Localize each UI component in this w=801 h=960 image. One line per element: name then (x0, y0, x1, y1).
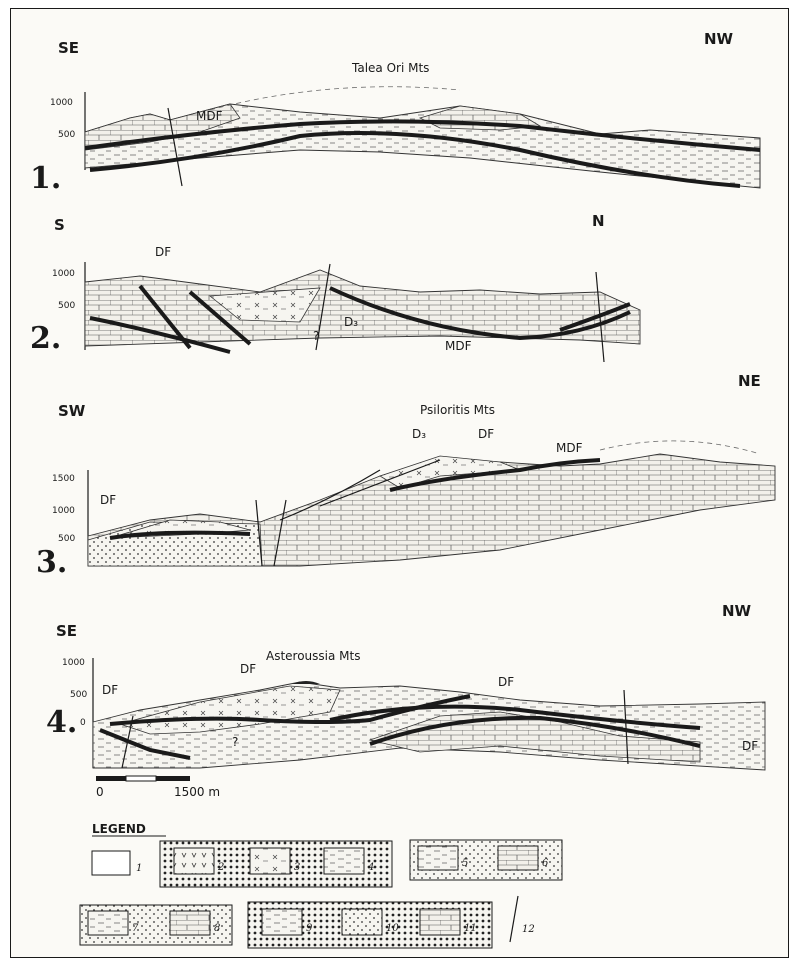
scale-zero: 0 (96, 785, 104, 799)
legend-swatch-1 (92, 851, 130, 875)
legend-item-5: 5 (462, 858, 468, 869)
section-2-number: 2. (30, 321, 61, 356)
section-2-right-direction: N (592, 212, 605, 230)
section-4-df-label-2: DF (240, 662, 256, 676)
section-3-depth-tick: 500 (58, 534, 75, 544)
section-1: SE NW Talea Ori Mts 1000 500 MDF 1. (30, 30, 760, 196)
section-1-fault-label: MDF (196, 109, 223, 123)
legend-swatch-4 (324, 848, 364, 874)
section-2-depth-tick: 500 (58, 301, 75, 311)
section-4-left-direction: SE (56, 622, 77, 640)
legend-item-2: 2 (217, 862, 224, 873)
legend-swatch-2 (174, 848, 214, 874)
section-4-query: ? (232, 735, 238, 749)
section-1-depth-tick: 500 (58, 130, 75, 140)
section-4-depth-tick: 1000 (62, 658, 85, 668)
section-4-depth-tick: 0 (80, 718, 86, 728)
legend-item-4: 4 (367, 862, 374, 873)
legend-swatch-9 (262, 909, 302, 935)
section-3-left-direction: SW (58, 402, 86, 420)
section-2-query: ? (313, 329, 319, 343)
section-3-d3-label: D₃ (412, 427, 426, 441)
section-4-df-label-3: DF (498, 675, 514, 689)
scale-bar: 0 1500 m (96, 776, 220, 799)
section-3: SW NE Psiloritis Mts 1500 1000 500 DF D₃… (36, 372, 775, 580)
legend-swatch-7 (88, 911, 128, 935)
section-3-depth-tick: 1000 (52, 506, 75, 516)
section-4-outlier (292, 681, 320, 684)
section-3-number: 3. (36, 545, 67, 580)
section-1-number: 1. (30, 161, 61, 196)
legend-swatch-12 (510, 896, 518, 942)
legend-item-9: 9 (306, 923, 313, 934)
legend-item-3: 3 (294, 862, 300, 873)
section-4-df-label: DF (102, 683, 118, 697)
section-2-mdf-label: MDF (445, 339, 472, 353)
section-4: SE NW Asteroussia Mts 1000 500 0 DF DF D… (46, 602, 765, 770)
legend-swatch-5 (418, 846, 458, 870)
legend-title: LEGEND (92, 822, 146, 836)
scale-length: 1500 m (174, 785, 220, 799)
legend-swatch-11 (420, 909, 460, 935)
section-3-mdf-label: MDF (556, 441, 583, 455)
legend-item-12: 12 (522, 924, 535, 935)
legend-swatch-8 (170, 911, 210, 935)
section-4-number: 4. (46, 705, 77, 740)
legend-item-6: 6 (542, 858, 549, 869)
legend-item-1: 1 (136, 863, 142, 874)
section-2-df-label: DF (155, 245, 171, 259)
section-2-depth-tick: 1000 (52, 269, 75, 279)
section-1-mountain: Talea Ori Mts (351, 61, 429, 75)
section-3-df2-label: DF (478, 427, 494, 441)
legend-item-8: 8 (214, 923, 220, 934)
section-1-depth-tick: 1000 (50, 98, 73, 108)
section-3-df-label: DF (100, 493, 116, 507)
section-3-eroded-overburden (600, 441, 760, 454)
legend-item-10: 10 (386, 923, 399, 934)
section-2: S N 1000 500 DF MDF D₃ ? 2. (30, 212, 640, 362)
legend-swatch-10 (342, 909, 382, 935)
legend-swatch-3 (250, 848, 290, 874)
section-3-mountain: Psiloritis Mts (420, 403, 495, 417)
section-4-right-direction: NW (722, 602, 752, 620)
section-1-left-direction: SE (58, 39, 79, 57)
section-4-mountain: Asteroussia Mts (266, 649, 360, 663)
section-4-df-label-4: DF (742, 739, 758, 753)
legend: LEGEND 1 2 3 4 5 6 7 8 9 10 11 12 (80, 822, 562, 948)
legend-swatch-6 (498, 846, 538, 870)
section-2-d3-label: D₃ (344, 315, 358, 329)
legend-item-7: 7 (132, 923, 139, 934)
section-4-depth-tick: 500 (70, 690, 87, 700)
section-3-depth-tick: 1500 (52, 474, 75, 484)
legend-item-11: 11 (464, 923, 477, 934)
section-2-left-direction: S (54, 216, 65, 234)
section-3-right-direction: NE (738, 372, 761, 390)
section-1-right-direction: NW (704, 30, 734, 48)
